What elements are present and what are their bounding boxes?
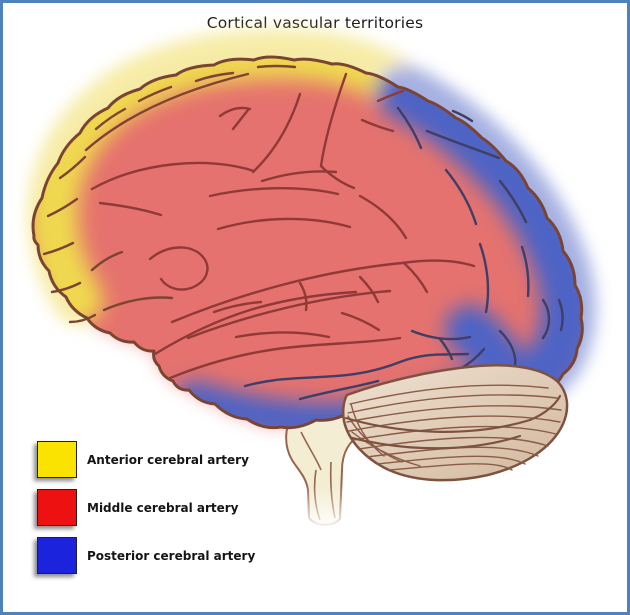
cerebellum-folia: [344, 384, 562, 471]
legend-item-middle-cerebral-artery: Middle cerebral artery: [37, 489, 239, 526]
cerebrum: [31, 55, 584, 430]
aca-color-swatch: [37, 441, 77, 478]
legend-item-anterior-cerebral-artery: Anterior cerebral artery: [37, 441, 249, 478]
brainstem: [285, 413, 363, 526]
sulci: [42, 64, 564, 401]
mca-color-swatch: [37, 489, 77, 526]
legend-item-posterior-cerebral-artery: Posterior cerebral artery: [37, 537, 255, 574]
pca-color-swatch: [37, 537, 77, 574]
cerebellum: [341, 364, 569, 482]
mca-label: Middle cerebral artery: [87, 500, 239, 515]
page-title: Cortical vascular territories: [206, 14, 424, 32]
aca-label: Anterior cerebral artery: [87, 452, 249, 467]
pca-label: Posterior cerebral artery: [87, 548, 256, 563]
